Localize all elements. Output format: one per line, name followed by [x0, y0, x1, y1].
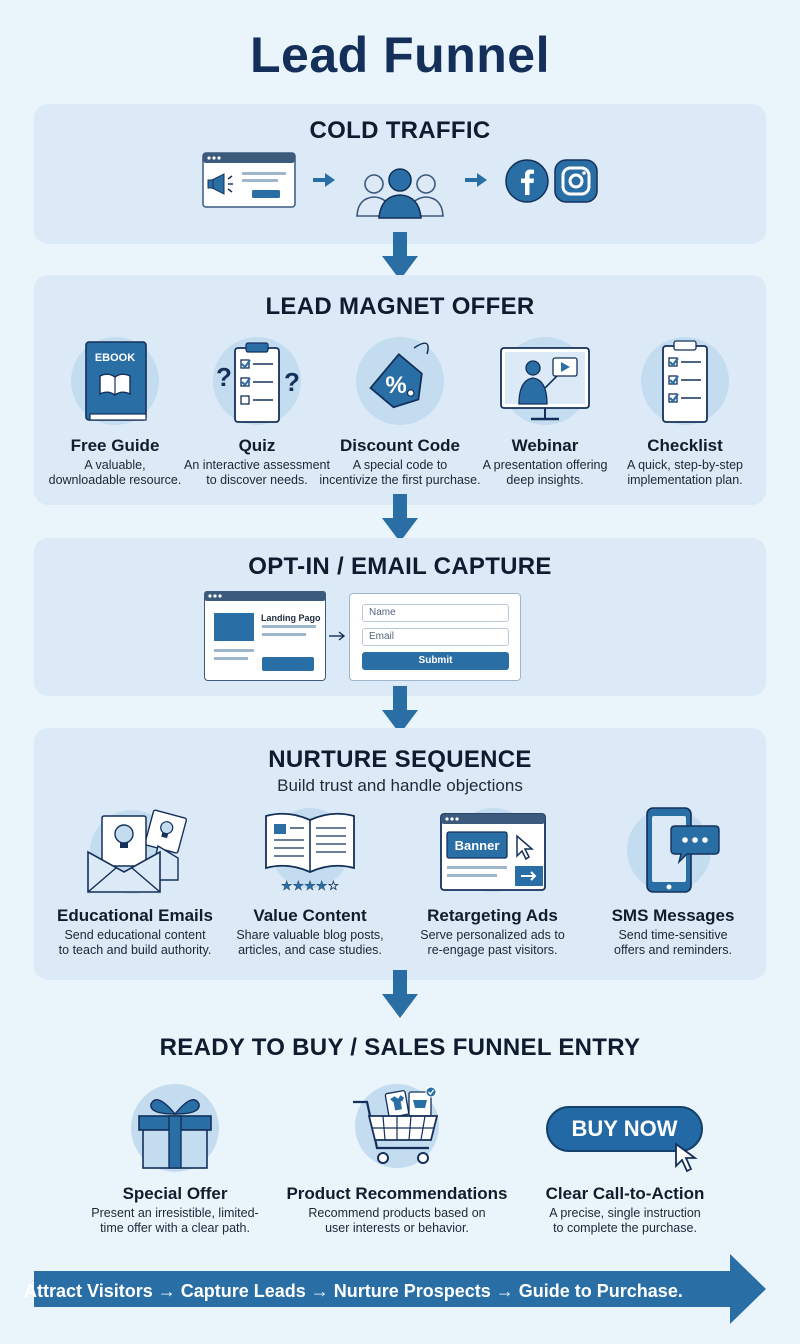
item-name: Webinar: [511, 436, 579, 455]
item-desc-line1: Send time-sensitive: [618, 928, 728, 942]
down-arrow-icon: [382, 686, 418, 734]
lead-magnet-item-free-guide: EBOOK Free Guide A valuable, downloadabl…: [40, 336, 190, 496]
item-desc-line1: Serve personalized ads to: [420, 928, 565, 942]
item-name: Value Content: [253, 906, 367, 925]
smartphone-chat-icon: [627, 807, 720, 893]
item-desc-line2: to discover needs.: [206, 473, 308, 487]
stage-opt-in-title: OPT-IN / EMAIL CAPTURE: [248, 553, 552, 580]
lead-magnet-item-webinar: Webinar A presentation offering deep ins…: [470, 336, 620, 496]
gift-icon: [131, 1084, 219, 1172]
page-title: Lead Funnel: [250, 27, 550, 83]
down-arrow-icon: [382, 232, 418, 280]
open-book-icon: ★★★★☆: [265, 808, 355, 894]
lead-magnet-item-checklist: Checklist A quick, step-by-step implemen…: [610, 336, 760, 496]
item-desc-line1: A valuable,: [84, 458, 146, 472]
landing-page-mockup: Landing Pago: [203, 590, 326, 681]
arrow-right-icon: [313, 173, 335, 187]
flow-summary-text: Attract Visitors → Capture Leads → Nurtu…: [24, 1281, 683, 1301]
stage-cold-traffic-title: COLD TRAFFIC: [309, 117, 491, 144]
item-name: Discount Code: [340, 436, 460, 455]
arrow-right-icon: [465, 173, 487, 187]
shopping-cart-icon: [353, 1084, 439, 1168]
item-name: Retargeting Ads: [427, 906, 558, 925]
item-desc-line1: A special code to: [352, 458, 448, 472]
item-desc-line1: A precise, single instruction: [549, 1206, 701, 1220]
ad-browser-megaphone-icon: [202, 152, 296, 208]
down-arrow-icon: [382, 970, 418, 1018]
ready-item-product-recommendations: Product Recommendations Recommend produc…: [282, 1082, 512, 1242]
item-name: SMS Messages: [611, 906, 735, 925]
svg-text:%: %: [385, 372, 406, 399]
flow-arrow-bar: [34, 1254, 766, 1324]
email-field[interactable]: Email: [362, 628, 509, 646]
item-desc-line1: A presentation offering: [482, 458, 608, 472]
webinar-icon: [500, 337, 590, 425]
email-capture-form: Name Email Submit: [349, 593, 521, 681]
item-desc-line2: deep insights.: [506, 473, 584, 487]
discount-tag-icon: %: [356, 337, 444, 425]
item-desc-line2: re-engage past visitors.: [427, 943, 558, 957]
item-desc-line1: A quick, step-by-step: [626, 458, 744, 472]
banner-ad-icon: Banner: [439, 808, 546, 892]
quiz-clipboard-icon: ? ?: [213, 337, 301, 425]
name-field[interactable]: Name: [362, 604, 509, 622]
item-desc-line2: to teach and build authority.: [58, 943, 212, 957]
lead-magnet-item-quiz: ? ? Quiz An interactive assessment to di…: [182, 336, 332, 496]
item-desc-line2: incentivize the first purchase.: [319, 473, 481, 487]
checklist-icon: [641, 337, 729, 425]
item-desc-line2: time offer with a clear path.: [100, 1221, 250, 1235]
svg-text:EBOOK: EBOOK: [95, 352, 135, 364]
ready-item-clear-call-to-action: Clear Call-to-Action A precise, single i…: [510, 1082, 740, 1242]
item-desc-line2: user interests or behavior.: [325, 1221, 469, 1235]
landing-page-label: Landing Pago: [261, 613, 321, 623]
lead-magnet-item-discount-code: % Discount Code A special code to incent…: [318, 336, 482, 496]
down-arrow-icon: [382, 494, 418, 542]
arrow-right-icon: [329, 631, 346, 641]
item-name: Educational Emails: [57, 906, 213, 925]
nurture-item-educational-emails: Educational Emails Send educational cont…: [40, 806, 230, 966]
item-desc-line2: to complete the purchase.: [553, 1221, 697, 1235]
ebook-icon: EBOOK: [71, 337, 159, 425]
landing-page-browser-icon: [203, 590, 326, 671]
svg-text:?: ?: [216, 362, 232, 392]
item-desc-line2: implementation plan.: [627, 473, 743, 487]
item-name: Checklist: [647, 436, 723, 455]
item-desc-line1: Share valuable blog posts,: [236, 928, 384, 942]
facebook-icon: [505, 159, 549, 203]
stage-nurture-subtitle: Build trust and handle objections: [277, 776, 523, 795]
buy-now-button[interactable]: BUY NOW: [546, 1106, 703, 1152]
item-name: Quiz: [238, 436, 276, 455]
item-name: Product Recommendations: [286, 1184, 508, 1203]
svg-text:Banner: Banner: [454, 838, 499, 853]
svg-text:★★★★☆: ★★★★☆: [281, 879, 339, 894]
item-desc-line1: Recommend products based on: [308, 1206, 486, 1220]
item-desc-line2: downloadable resource.: [48, 473, 182, 487]
item-desc-line1: Present an irresistible, limited-: [91, 1206, 259, 1220]
nurture-item-value-content: ★★★★☆ Value Content Share valuable blog …: [220, 806, 400, 966]
instagram-icon: [554, 159, 598, 203]
item-name: Clear Call-to-Action: [545, 1184, 705, 1203]
item-name: Free Guide: [70, 436, 160, 455]
item-desc-line2: offers and reminders.: [614, 943, 732, 957]
audience-group-icon: [356, 168, 444, 219]
stage-nurture-title: NURTURE SEQUENCE: [268, 746, 532, 773]
svg-text:?: ?: [284, 367, 300, 397]
item-desc-line1: An interactive assessment: [184, 458, 330, 472]
stage-lead-magnet-title: LEAD MAGNET OFFER: [265, 293, 535, 320]
item-desc-line1: Send educational content: [64, 928, 206, 942]
stage-ready-to-buy-title: READY TO BUY / SALES FUNNEL ENTRY: [159, 1034, 641, 1061]
submit-button[interactable]: Submit: [362, 652, 509, 670]
ready-item-special-offer: Special Offer Present an irresistible, l…: [60, 1082, 290, 1242]
item-desc-line2: articles, and case studies.: [238, 943, 382, 957]
nurture-item-retargeting-ads: Banner Retargeting Ads Serve personalize…: [400, 806, 585, 966]
email-lightbulb-icon: [87, 809, 188, 894]
cursor-icon: [675, 1142, 698, 1173]
item-name: Special Offer: [122, 1184, 228, 1203]
nurture-item-sms-messages: SMS Messages Send time-sensitive offers …: [588, 806, 758, 966]
